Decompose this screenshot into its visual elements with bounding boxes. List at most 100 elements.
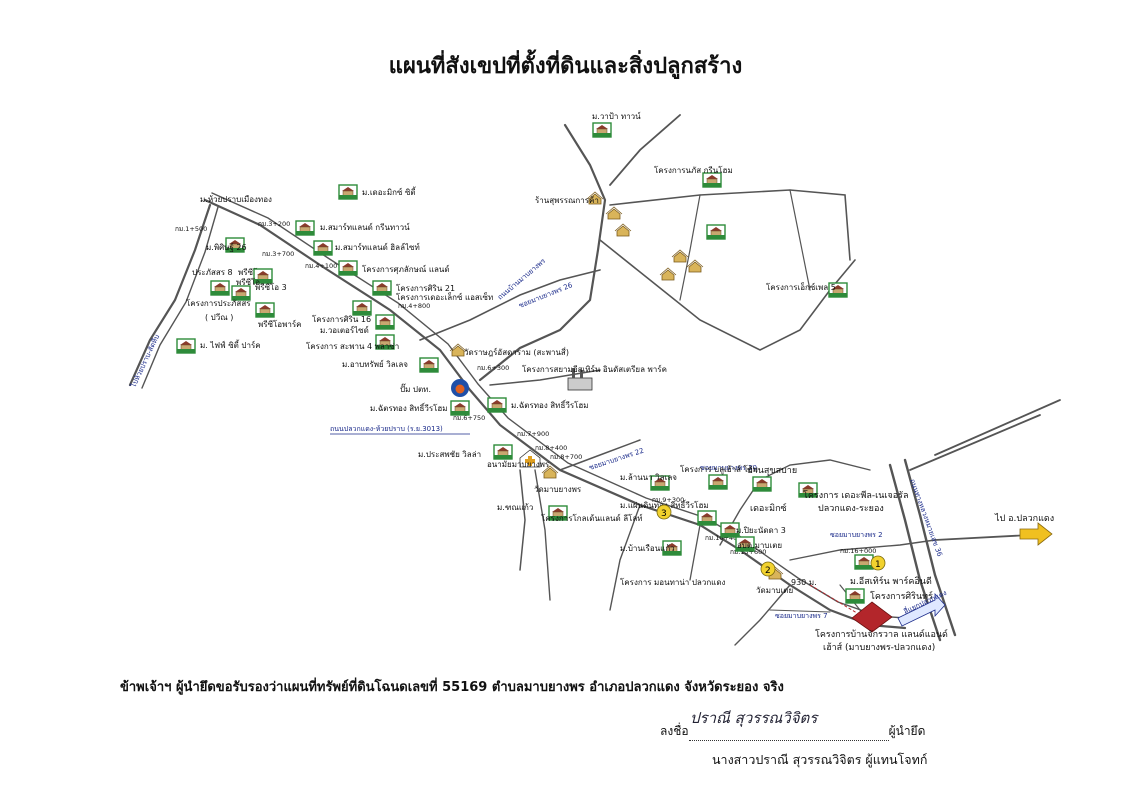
place-label: ม.ฑณแก้ว [497,503,533,512]
place-label: โครงการศิรินทร์ [870,590,933,602]
place-label: ( ปวีณ ) [205,313,233,322]
place-label: ปลวกแดง-ระยอง [818,504,884,514]
target-label: โครงการบ้านจักรวาล แลนด์แอนด์ [815,628,948,640]
place-label: ม.สมาร์ทแลนด์ กรีนทาวน์ [320,222,410,232]
place-label: เดอะมิกซ์ [750,502,787,514]
km-marker: กม.7+900 [517,430,549,438]
road-label-soi2: ซอยมาบยางพร 2 [830,531,883,539]
place-label: ร้านสุพรรณการค้า [535,196,599,205]
signer-name: นางสาวปราณี สุวรรณวิจิตร ผู้แทนโจทก์ [712,752,928,767]
road-south-1 [519,469,526,571]
signature-dots [688,726,889,741]
road-soi2 [789,539,936,561]
km-markers: กม.1+500 กม.3+200 กม.3+700 กม.4+100 กม.4… [175,220,876,556]
km-marker: กม.3+700 [262,250,294,258]
road-network [128,114,1061,646]
road-soi20 [719,459,871,546]
km-marker: กม.8+400 [535,444,567,452]
km-marker: กม.3+200 [258,220,290,228]
place-label: ม.พิศิษฐ์ 26 [206,242,247,252]
map-title: แผนที่สังเขปที่ตั้งที่ดินและสิ่งปลูกสร้า… [388,54,743,79]
sign-suffix: ผู้นำยึด [888,724,926,738]
place-label: ม.ห้วยปราบเมืองทอง [200,195,272,204]
place-label: วัดราษฎร์อัสดาราม (สะพานสี่) [464,346,569,357]
road-east [609,189,851,261]
road-label-soi20: ซอยมาบยางพร 20 [700,464,757,472]
place-label: ม.วอเตอร์ไซด์ [320,325,369,335]
road-east-2 [599,239,856,351]
handwritten-signature: ปราณี สุวรรณวิจิตร [690,709,818,727]
place-label: โครงการโกลเด้นแลนด์ ลีโลท์ [541,513,643,523]
hospital-icon [519,449,541,468]
marker-label: 2 [765,566,771,576]
place-label: โครงการ มอนทาน่า ปลวกแดง [620,577,726,587]
to-plk-label: ไป อ.ปลวกแดง [994,513,1054,524]
sign-prefix: ลงชื่อ [660,724,689,738]
places: ม.วาป้า ทาวน์ โครงการนภัส กรีนโฮม ร้านสุ… [176,111,933,604]
marker-label: 3 [661,509,667,519]
place-label: วัดมาบยางพร [534,485,582,494]
road-soi22 [559,439,641,471]
road-to-plk [934,534,1031,541]
signature-line: ลงชื่อ ผู้นำยึด [660,722,925,741]
place-label: ม.ปิยะนัดดา 3 [736,526,786,535]
road-label-3013: ถนนปลวกแดง-ห้วยปราบ (ร.ย.3013) [330,425,443,433]
road-huaypan-2 [141,206,219,389]
km-marker: กม.4+800 [398,302,430,310]
road-east-4 [789,189,811,291]
place-label: ม.บ้านเรือนแก้ว [620,544,675,553]
place-label: ม.ล้านนา วิลเลจ [620,473,677,482]
place-label: โครงการศิริน 21 [396,283,455,293]
place-label: โครงการศุภลักษณ์ แลนด์ [362,264,450,274]
place-label: โครงการเดอะเล็กซ์ แอสเซ็ท [396,292,493,302]
place-label: พรีซีโอพาร์ค [258,319,302,329]
road-wapa-2 [609,114,681,186]
place-label: โครงการประภัสสร [186,298,251,308]
place-label: ม.สมาร์ทแลนด์ ฮิลล์ไซท์ [335,242,420,252]
place-label: ม.ฉัตรทอง สิทธิ์วีรโฮม [370,402,448,413]
place-label: ม.ประสพชัย วิลล่า [418,450,481,459]
arrow-to-plk-icon [1019,522,1053,546]
km-marker: กม.9+300 [652,496,684,504]
marker-label: 1 [875,560,881,570]
place-label: ม.ฉัตรทอง สิทธิ์วีรโฮม [511,399,589,410]
place-label: บ้านสุขสบาย [747,465,797,476]
place-label: พรีซีโอ 3 [255,282,287,292]
place-label: ประภัสสร 8 [192,268,233,277]
highway-36-4 [909,414,1041,471]
highway-36-3 [934,399,1061,456]
road-east-3 [679,194,701,301]
ptt-icon [451,379,469,397]
road-south-3 [609,504,641,611]
place-label: อบต.มาบเตย [737,541,782,550]
km-marker: กม.16+000 [840,547,876,555]
place-label: โครงการศิริน 16 [312,314,371,324]
km-marker: กม.6+300 [477,364,509,372]
road-south-5 [734,584,791,646]
road-label-highway: ถนนทางหลวงหมายเลข 36 [908,478,944,558]
road-south-4 [689,524,701,581]
road-wapa [478,123,607,382]
road-label-soi22: ซอยมาบยางพร 22 [588,447,645,472]
place-label: อนามัยมาบยางพร [487,460,550,469]
km-marker: กม.8+700 [550,453,582,461]
place-label: ม. ไฟฟ์ ซิตี้ ปาร์ค [200,339,261,350]
road-label-soi7: ซอยมาบยางพร 7 [775,612,828,620]
km-marker: กม.6+750 [453,414,485,422]
road-soi7-b [769,609,831,613]
target-plot [809,584,893,633]
place-label: พรีซีโอ [236,277,260,287]
place-label: โครงการ สะพาน 4 พลาซ่า [306,341,399,351]
place-label: โครงการนภัส กรีนโฮม [654,165,733,175]
target-label-2: เฮ้าส์ (มาบยางพร-ปลวกแดง) [823,641,935,653]
place-label: ม.แผ่นดินทอง สิทธิ์วีรโฮม [620,499,709,510]
distance-label: 930 ม. [791,578,817,587]
place-label: ปั๊ม ปตท. [400,383,431,394]
place-label: โครงการ บลูเฮ้าส์ โฮม [680,464,758,475]
road-south-2 [534,469,551,601]
place-label: ม.วาป้า ทาวน์ [592,111,641,121]
km-marker: กม.1+500 [175,225,207,233]
place-label: โครงการสยามอีสเทิร์น อินดัสเตรียล พาร์ค [522,364,667,374]
km-marker: กม.4+100 [305,262,337,270]
place-label: โครงการ เดอะพีล-เนเจอรัล [803,490,908,501]
